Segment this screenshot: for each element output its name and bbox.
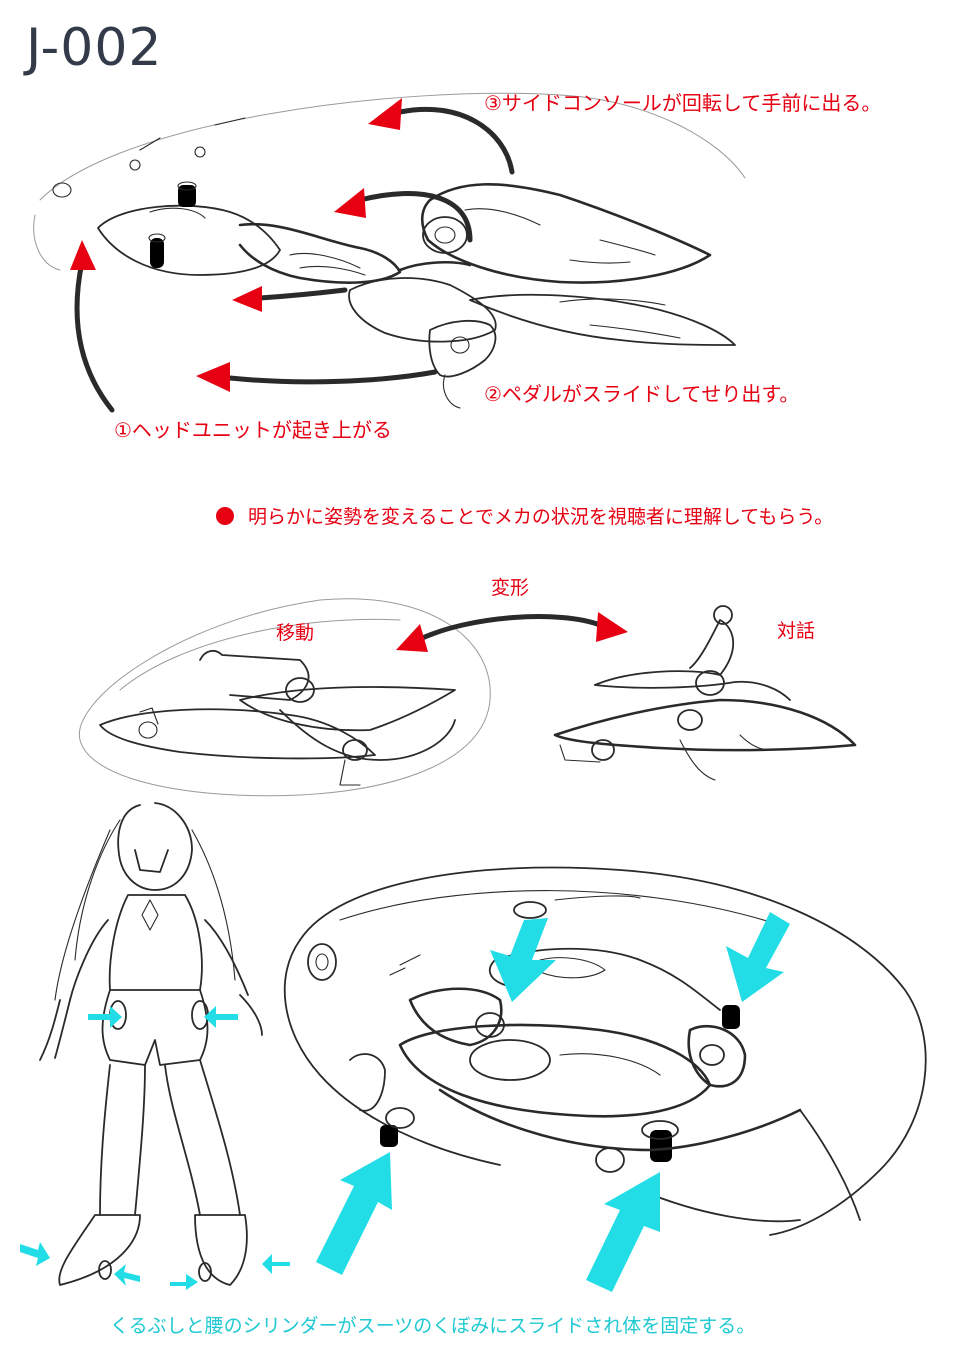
label-dialogue: 対話 xyxy=(777,620,816,642)
label-transform: 変形 xyxy=(491,577,530,599)
cockpit-detail-sketch xyxy=(283,866,927,1292)
mode-sketches xyxy=(78,598,857,797)
transform-arrow xyxy=(415,614,603,643)
bottom-caption: くるぶしと腰のシリンダーがスーツのくぼみにスライドされ体を固定する。 xyxy=(110,1315,756,1337)
annotation-step1: ①ヘッドユニットが起き上がる xyxy=(114,418,392,442)
annotation-step2: ②ペダルがスライドしてせり出す。 xyxy=(484,382,800,406)
rotate-arrow xyxy=(397,106,515,175)
head-raise-arrow xyxy=(74,259,115,413)
top-vehicle-sketch xyxy=(33,92,746,413)
page-title: J-002 xyxy=(26,18,163,78)
cyan-arrow-top xyxy=(490,918,556,1002)
design-note: 明らかに姿勢を変えることでメカの状況を視聴者に理解してもらう。 xyxy=(216,507,833,527)
bullet-dot-icon xyxy=(216,507,234,525)
label-move: 移動 xyxy=(276,622,315,644)
annotation-step3: ③サイドコンソールが回転して手前に出る。 xyxy=(484,91,882,115)
design-note-text: 明らかに姿勢を変えることでメカの状況を視聴者に理解してもらう。 xyxy=(248,506,834,528)
character-sketch xyxy=(20,802,290,1290)
